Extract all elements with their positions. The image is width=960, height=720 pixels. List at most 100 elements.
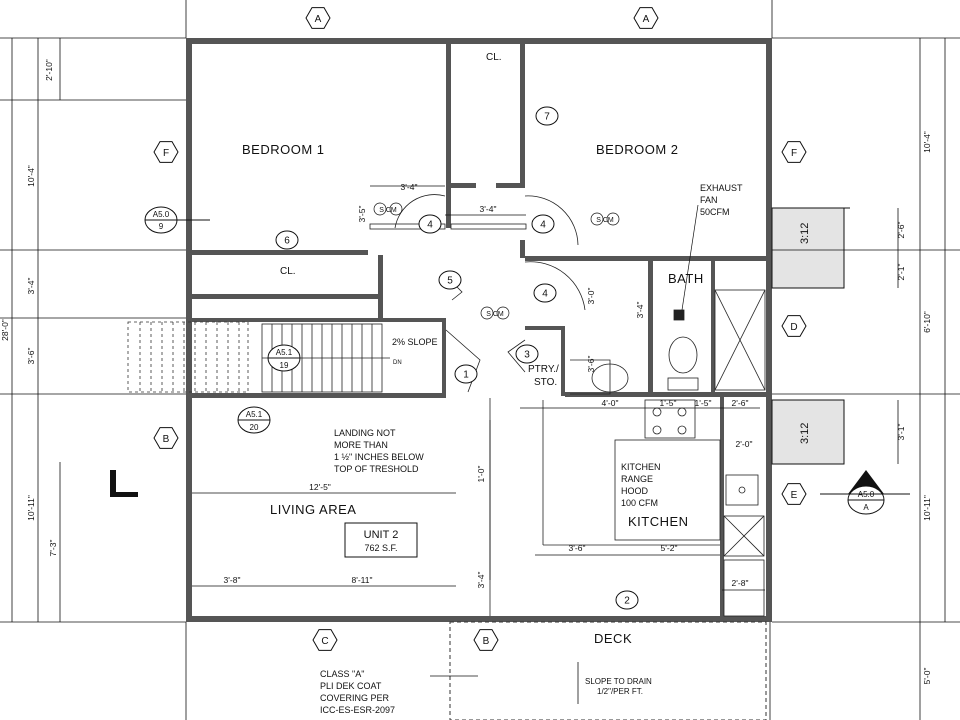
svg-text:A: A	[863, 503, 869, 512]
door-tag: 4	[418, 214, 442, 234]
roof-overhangs	[771, 207, 850, 465]
closet-label-2: CL.	[280, 266, 296, 277]
room-label-living: LIVING AREA	[270, 502, 356, 517]
grid-marker: B	[153, 427, 179, 449]
door-tag: 3	[515, 344, 539, 364]
door-tag-number: 7	[544, 112, 550, 123]
grid-marker: F	[153, 141, 179, 163]
door-tag-number: 4	[427, 220, 433, 231]
door-tag-number: 5	[447, 276, 453, 287]
svg-text:A5.0: A5.0	[858, 490, 875, 499]
exhaust-note-1: EXHAUST	[700, 183, 743, 193]
room-label-kitchen: KITCHEN	[628, 514, 689, 529]
smoke-detector-label: S CM	[596, 217, 614, 224]
column-marker	[110, 470, 138, 497]
class-a-note-3: COVERING PER	[320, 693, 390, 703]
smoke-detector-label: S CM	[486, 311, 504, 318]
landing-note-2: MORE THAN	[334, 440, 388, 450]
grid-marker-letter: F	[163, 148, 169, 159]
smoke-detectors: S CMS CMS CM	[373, 202, 620, 320]
dimension-label: 7'-3"	[48, 540, 58, 557]
landing-note-3: 1 ½" INCHES BELOW	[334, 452, 424, 462]
grid-marker-letter: A	[643, 14, 650, 25]
range-note-3: HOOD	[621, 486, 649, 496]
roof-slope-bottom: 3:12	[799, 423, 811, 444]
grid-marker-letter: D	[790, 322, 797, 333]
pantry-label-line2: STO.	[534, 377, 557, 388]
svg-text:A5.1: A5.1	[276, 348, 293, 357]
dimension-label: 2'-1"	[896, 264, 906, 281]
dimension-label: 3'-8"	[224, 575, 241, 585]
dimension-label: 10'-11"	[26, 495, 36, 521]
range-note-1: KITCHEN	[621, 462, 661, 472]
dimension-label: 3'-6"	[26, 348, 36, 365]
dimension-label: 3'-4"	[480, 204, 497, 214]
dimension-label: 5'-0"	[922, 668, 932, 685]
room-labels: BEDROOM 1 BEDROOM 2 BATH LIVING AREA KIT…	[242, 52, 704, 646]
unit-box: UNIT 2 762 S.F.	[344, 522, 418, 558]
grid-marker: C	[312, 629, 338, 651]
dimension-label: 1'-0"	[476, 466, 486, 483]
grid-marker-letter: A	[315, 14, 322, 25]
smoke-detector-tag: S CM	[480, 306, 510, 320]
roof-slope-top: 3:12	[799, 223, 811, 244]
class-a-note-4: ICC-ES-ESR-2097	[320, 705, 395, 715]
dimension-label: 3'-5"	[357, 206, 367, 223]
room-label-bedroom1: BEDROOM 1	[242, 142, 325, 157]
dimension-label: 10'-11"	[922, 495, 932, 521]
dimension-label: 5'-2"	[661, 543, 678, 553]
interior-walls	[192, 44, 772, 622]
range-note-2: RANGE	[621, 474, 653, 484]
room-label-bath: BATH	[668, 271, 704, 286]
dimension-label: 1'-5"	[660, 398, 677, 408]
class-a-note-2: PLI DEK COAT	[320, 681, 382, 691]
door-tag-number: 1	[463, 370, 469, 381]
dimension-label: 3'-4"	[476, 572, 486, 589]
bath-fixtures	[570, 289, 766, 395]
room-label-bedroom2: BEDROOM 2	[596, 142, 679, 157]
room-label-deck: DECK	[594, 631, 632, 646]
door-tag: 1	[454, 364, 478, 384]
smoke-detector-tag: S CM	[590, 212, 620, 226]
door-tag-number: 4	[542, 289, 548, 300]
landing-note-1: LANDING NOT	[334, 428, 396, 438]
section-callouts: A5.0 9 A5.1 19 A5.1 20 A5.0 A	[144, 206, 910, 515]
exhaust-note-2: FAN	[700, 195, 718, 205]
slope-note: 2% SLOPE	[392, 337, 438, 347]
dimension-label: 2'-6"	[732, 398, 749, 408]
door-tag-number: 4	[540, 220, 546, 231]
door-tag-number: 6	[284, 236, 290, 247]
drain-note-2: 1/2"/PER FT.	[597, 687, 643, 696]
svg-text:19: 19	[280, 361, 289, 370]
dimension-label: 3'-4"	[635, 302, 645, 319]
dimension-label: 3'-0"	[586, 288, 596, 305]
svg-text:9: 9	[159, 222, 164, 231]
section-callout-2: A5.1 19	[267, 344, 301, 372]
door-tag: 5	[438, 270, 462, 290]
grid-marker: D	[781, 315, 807, 337]
stairs	[127, 321, 390, 393]
dimension-label: 28'-0"	[0, 319, 10, 341]
dimension-label: 2'-6"	[896, 222, 906, 239]
dimension-label: 3'-1"	[896, 424, 906, 441]
section-callout-1: A5.0 9	[144, 206, 210, 234]
door-tag: 6	[275, 230, 299, 250]
grid-marker: F	[781, 141, 807, 163]
grid-marker-letter: F	[791, 148, 797, 159]
dimension-label: 2'-0"	[736, 439, 753, 449]
door-tags: 1 2 3 4 4 4 5 6 7	[275, 106, 639, 610]
grid-marker: A	[305, 7, 331, 29]
door-tag: 2	[615, 590, 639, 610]
svg-text:A5.0: A5.0	[153, 210, 170, 219]
dimension-label: 12'-5"	[309, 482, 331, 492]
landing-note-4: TOP OF TRESHOLD	[334, 464, 419, 474]
door-tag-number: 3	[524, 350, 530, 361]
grid-marker: A	[633, 7, 659, 29]
door-swings	[369, 194, 586, 393]
dimension-label: 4'-0"	[602, 398, 619, 408]
unit-name: UNIT 2	[364, 529, 399, 541]
dimension-label: 3'-6"	[569, 543, 586, 553]
